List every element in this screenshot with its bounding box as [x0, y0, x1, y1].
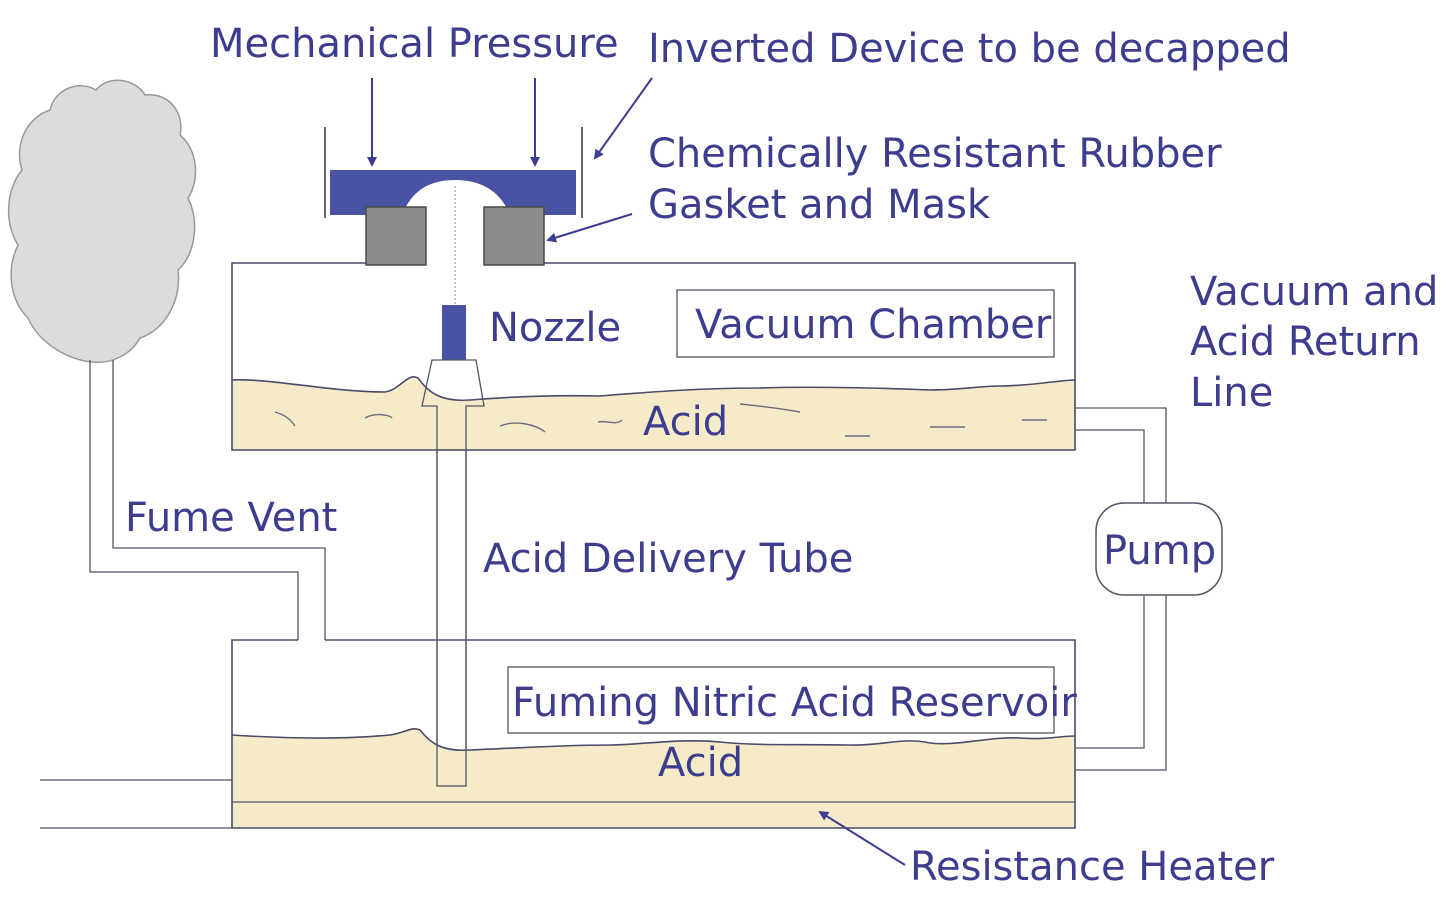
acid-delivery-tube-label: Acid Delivery Tube	[483, 536, 853, 582]
return-line-label-3: Line	[1190, 370, 1273, 416]
ground-lines	[40, 779, 232, 829]
reservoir	[231, 639, 1076, 829]
gasket-label-line2: Gasket and Mask	[648, 182, 991, 228]
gasket-pointer-arrow	[546, 213, 633, 243]
vacuum-chamber-label: Vacuum Chamber	[695, 302, 1052, 348]
mechanical-pressure-label: Mechanical Pressure	[210, 21, 619, 67]
pump-label: Pump	[1103, 528, 1216, 574]
nozzle-label: Nozzle	[489, 305, 621, 351]
return-line	[1075, 407, 1167, 771]
smoke-cloud	[8, 79, 197, 364]
device-pointer-arrow	[593, 77, 653, 160]
pump	[1095, 502, 1223, 596]
pressure-arrows	[367, 78, 540, 167]
reservoir-label: Fuming Nitric Acid Reservoir	[512, 680, 1077, 726]
gasket-left	[365, 206, 427, 266]
inverted-device	[324, 127, 583, 305]
acid-upper-label: Acid	[643, 399, 728, 445]
fume-vent-label: Fume Vent	[125, 495, 337, 541]
heater-pointer-arrow	[818, 810, 906, 866]
return-line-label-2: Acid Return	[1190, 319, 1421, 365]
nozzle	[421, 305, 485, 787]
acid-delivery-tube	[436, 449, 467, 787]
reservoir-label-box	[507, 666, 1055, 734]
fume-vent-pipe	[89, 360, 326, 640]
vacuum-chamber	[231, 262, 1076, 451]
inverted-device-label: Inverted Device to be decapped	[648, 26, 1291, 72]
vacuum-chamber-label-box	[676, 289, 1055, 358]
gasket-right	[483, 206, 545, 266]
acid-lower-label: Acid	[658, 740, 743, 786]
return-line-label-1: Vacuum and	[1190, 269, 1438, 315]
gasket-label-line1: Chemically Resistant Rubber	[648, 131, 1222, 177]
resistance-heater-label: Resistance Heater	[910, 844, 1275, 890]
